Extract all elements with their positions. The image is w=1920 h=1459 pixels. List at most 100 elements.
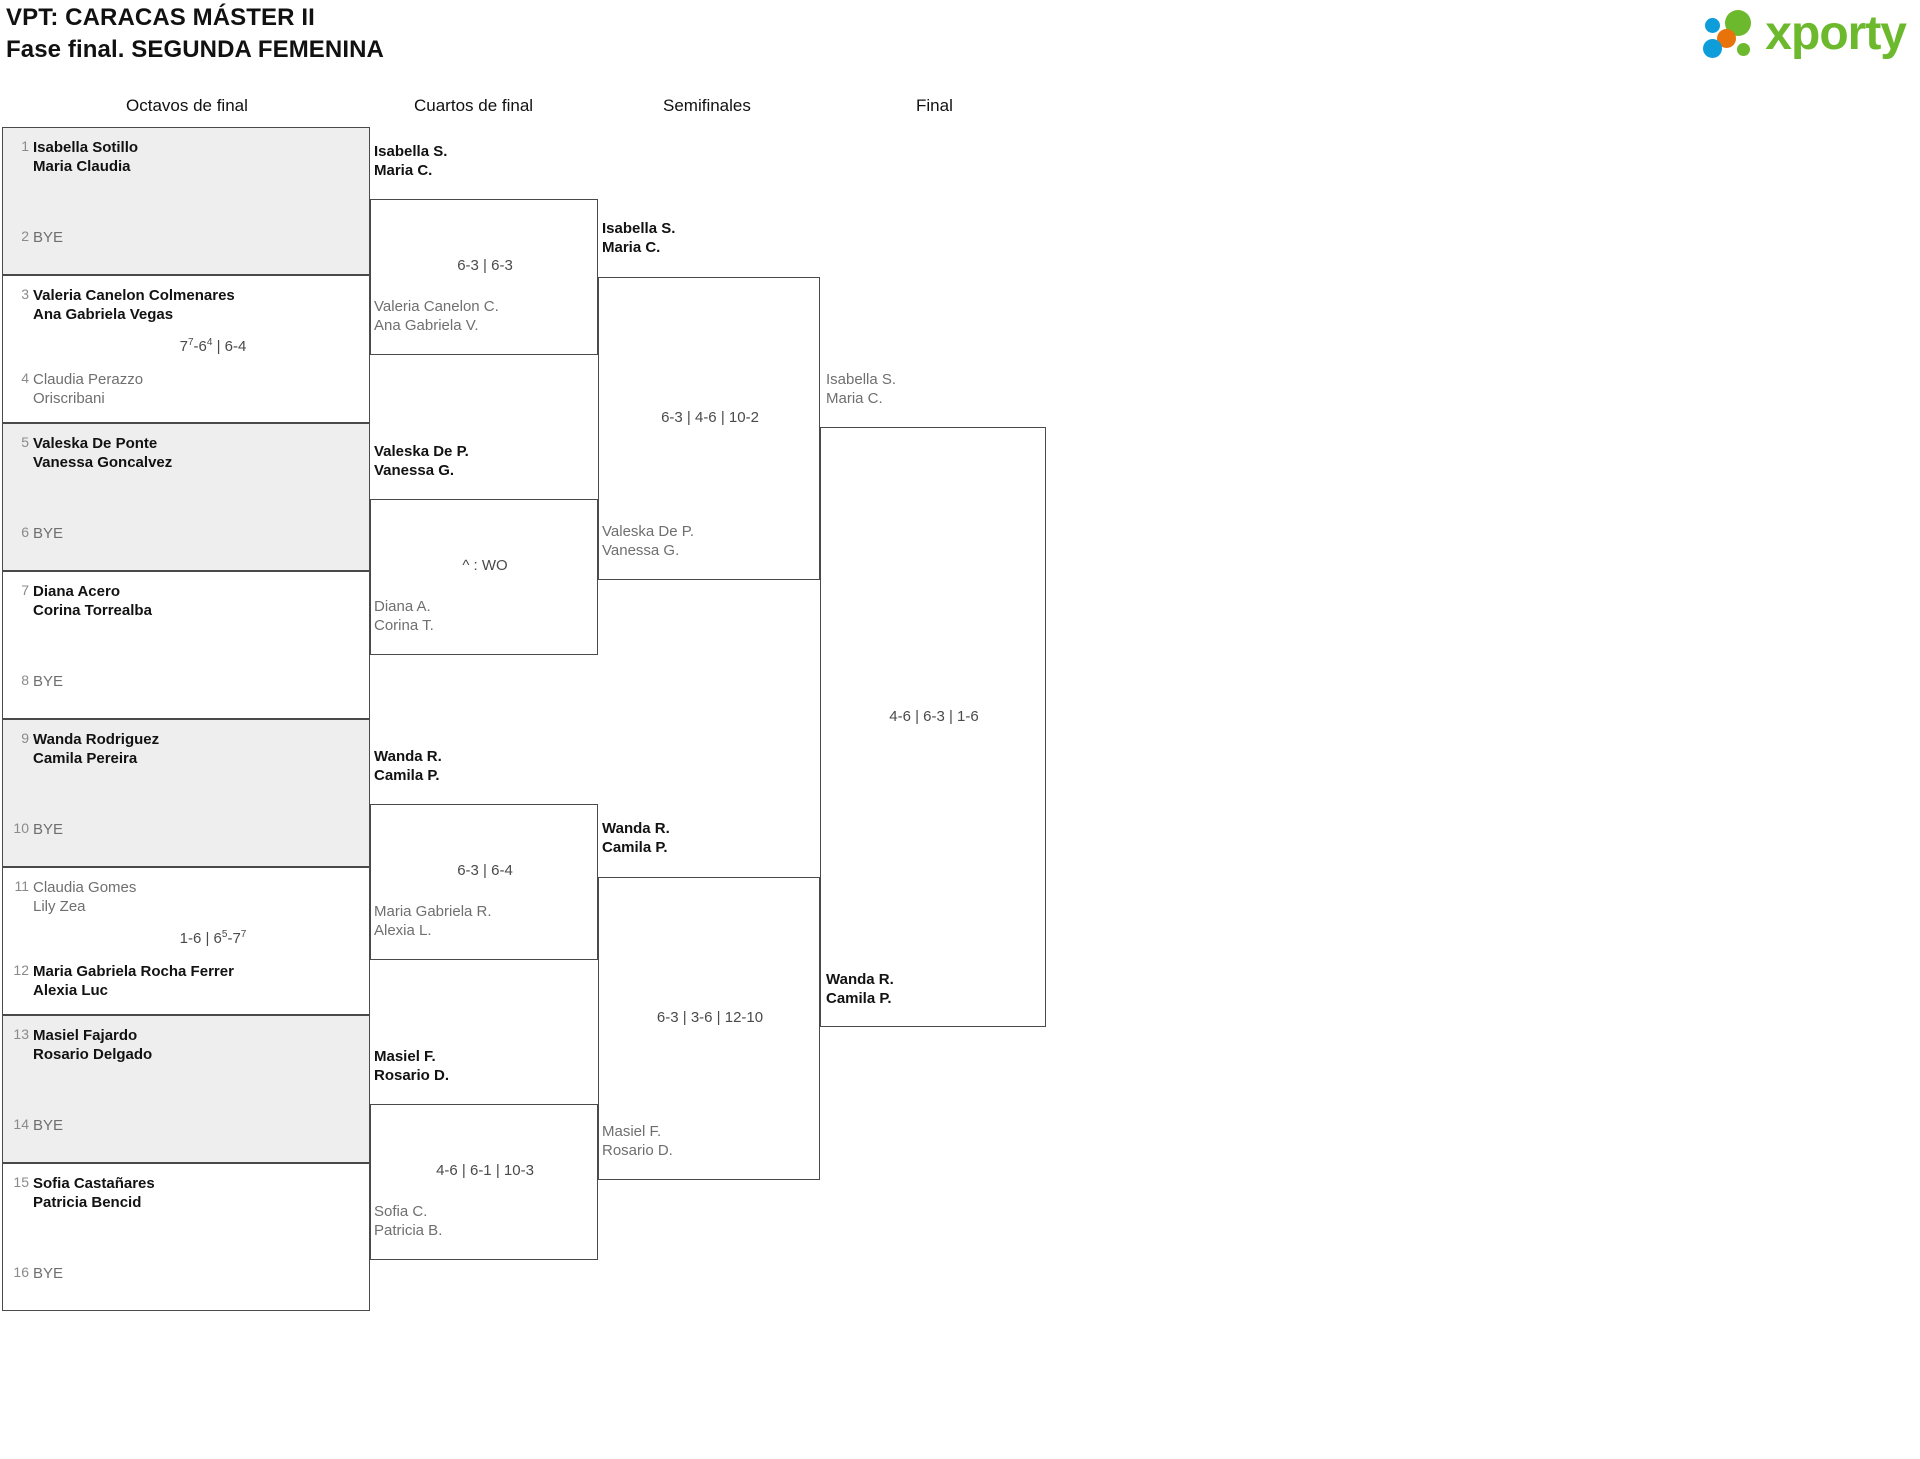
player-name: Wanda R. [374, 748, 442, 765]
sf-2-bottom-team: Masiel F. Rosario D. [602, 1122, 673, 1160]
r16-match-3[interactable]: 5 Valeska De Ponte Vanessa Goncalvez 6 B… [2, 423, 370, 571]
player-name: Wanda R. [602, 820, 670, 837]
r16-match-2[interactable]: 3 Valeria Canelon Colmenares Ana Gabriel… [2, 275, 370, 423]
page-title: VPT: CARACAS MÁSTER II Fase final. SEGUN… [6, 2, 384, 66]
logo-wordmark: xporty [1765, 7, 1907, 60]
round-header-semifinales: Semifinales [663, 96, 751, 115]
player-name: Ana Gabriela V. [374, 317, 479, 334]
match-score: 77-64 | 6-4 [179, 337, 247, 356]
bye-label: BYE [33, 821, 64, 838]
xporty-logo: xporty [1703, 7, 1907, 60]
seed-number: 15 [13, 1174, 29, 1190]
player-name: Vanessa Goncalvez [33, 454, 173, 471]
sf-1-top-team: Isabella S. Maria C. [602, 219, 675, 257]
player-name: Vanessa G. [374, 462, 455, 479]
seed-number: 16 [13, 1264, 29, 1280]
r16-match-5[interactable]: 9 Wanda Rodriguez Camila Pereira 10 BYE [2, 719, 370, 867]
qf-4-connector[interactable]: 4-6 | 6-1 | 10-3 [370, 1104, 598, 1260]
player-name: Valeska De P. [602, 523, 694, 540]
sf-1-connector[interactable]: 6-3 | 4-6 | 10-2 [598, 277, 820, 580]
logo-dot-blue-small-icon [1705, 18, 1721, 33]
player-name: Valeska De Ponte [33, 435, 158, 452]
player-name: Camila Pereira [33, 750, 138, 767]
player-name: Rosario D. [374, 1067, 450, 1084]
qf-4-bottom-team: Sofia C. Patricia B. [374, 1202, 442, 1240]
player-name: Alexia L. [374, 922, 432, 939]
r16-match-6[interactable]: 11 Claudia Gomes Lily Zea 1-6 | 65-77 12… [2, 867, 370, 1015]
r16-match-8[interactable]: 15 Sofia Castañares Patricia Bencid 16 B… [2, 1163, 370, 1311]
match-score: 6-3 | 3-6 | 12-10 [656, 1009, 764, 1026]
player-name: Masiel Fajardo [33, 1027, 138, 1044]
qf-1-top-team: Isabella S. Maria C. [374, 142, 447, 180]
player-name: Corina T. [374, 617, 434, 634]
match-score: 1-6 | 65-77 [179, 929, 247, 948]
match-score: 4-6 | 6-3 | 1-6 [889, 708, 979, 725]
player-name: Claudia Gomes [33, 879, 137, 896]
player-name: Masiel F. [602, 1123, 662, 1140]
player-name: Camila P. [602, 839, 668, 856]
r16-match-7[interactable]: 13 Masiel Fajardo Rosario Delgado 14 BYE [2, 1015, 370, 1163]
seed-number: 5 [21, 434, 29, 450]
seed-number: 1 [21, 138, 29, 154]
seed-number: 2 [21, 228, 29, 244]
seed-number: 6 [21, 524, 29, 540]
tournament-phase: Fase final. SEGUNDA FEMENINA [6, 36, 384, 63]
r16-match-1[interactable]: 1 Isabella Sotillo Maria Claudia 2 BYE [2, 127, 370, 275]
seed-number: 12 [13, 962, 29, 978]
player-name: Diana A. [374, 598, 431, 615]
player-name: Maria Claudia [33, 158, 131, 175]
qf-2-top-team: Valeska De P. Vanessa G. [374, 442, 469, 480]
final-bottom-team: Wanda R. Camila P. [826, 970, 894, 1008]
player-name: Wanda Rodriguez [33, 731, 160, 748]
qf-3-top-team: Wanda R. Camila P. [374, 747, 442, 785]
bye-label: BYE [33, 673, 64, 690]
match-score: 4-6 | 6-1 | 10-3 [436, 1162, 534, 1179]
round-header-octavos: Octavos de final [126, 96, 248, 115]
match-score: 6-3 | 4-6 | 10-2 [661, 409, 759, 426]
sf-2-connector[interactable]: 6-3 | 3-6 | 12-10 [598, 877, 820, 1180]
seed-number: 14 [13, 1116, 29, 1132]
player-name: Wanda R. [826, 971, 894, 988]
player-name: Maria C. [602, 239, 661, 256]
logo-dots-icon [1703, 8, 1759, 60]
bye-label: BYE [33, 1265, 64, 1282]
qf-3-bottom-team: Maria Gabriela R. Alexia L. [374, 902, 492, 940]
bye-label: BYE [33, 1117, 64, 1134]
seed-number: 11 [14, 878, 29, 894]
tournament-name: VPT: CARACAS MÁSTER II [6, 4, 315, 31]
player-name: Valeria Canelon Colmenares [33, 287, 235, 304]
player-name: Sofia C. [374, 1203, 428, 1220]
r16-match-4[interactable]: 7 Diana Acero Corina Torrealba 8 BYE [2, 571, 370, 719]
final-top-team: Isabella S. Maria C. [826, 370, 896, 408]
sf-1-bottom-team: Valeska De P. Vanessa G. [602, 522, 694, 560]
qf-3-connector[interactable]: 6-3 | 6-4 [370, 804, 598, 960]
player-name: Valeska De P. [374, 443, 469, 460]
player-name: Ana Gabriela Vegas [33, 306, 174, 323]
qf-4-top-team: Masiel F. Rosario D. [374, 1047, 449, 1085]
player-name: Isabella S. [826, 371, 897, 388]
logo-dot-orange-icon [1717, 29, 1737, 48]
player-name: Lily Zea [33, 898, 86, 915]
player-name: Rosario Delgado [33, 1046, 153, 1063]
player-name: Rosario D. [602, 1142, 673, 1159]
round-header-final: Final [916, 96, 953, 115]
seed-number: 9 [21, 730, 29, 746]
player-name: Isabella S. [602, 220, 676, 237]
player-name: Isabella Sotillo [33, 139, 139, 156]
seed-number: 8 [21, 672, 29, 688]
match-score: 6-3 | 6-4 [457, 862, 513, 879]
qf-1-connector[interactable]: 6-3 | 6-3 [370, 199, 598, 355]
player-name: Oriscribani [33, 390, 105, 407]
player-name: Valeria Canelon C. [374, 298, 499, 315]
final-connector[interactable]: 4-6 | 6-3 | 1-6 [820, 427, 1046, 1027]
qf-2-connector[interactable]: ^ : WO [370, 499, 598, 655]
player-name: Patricia B. [374, 1222, 443, 1239]
player-name: Vanessa G. [602, 542, 680, 559]
player-name: Corina Torrealba [33, 602, 152, 619]
seed-number: 3 [21, 286, 29, 302]
seed-number: 10 [13, 820, 29, 836]
player-name: Camila P. [826, 990, 892, 1007]
match-score: ^ : WO [462, 557, 508, 574]
player-name: Isabella S. [374, 143, 448, 160]
